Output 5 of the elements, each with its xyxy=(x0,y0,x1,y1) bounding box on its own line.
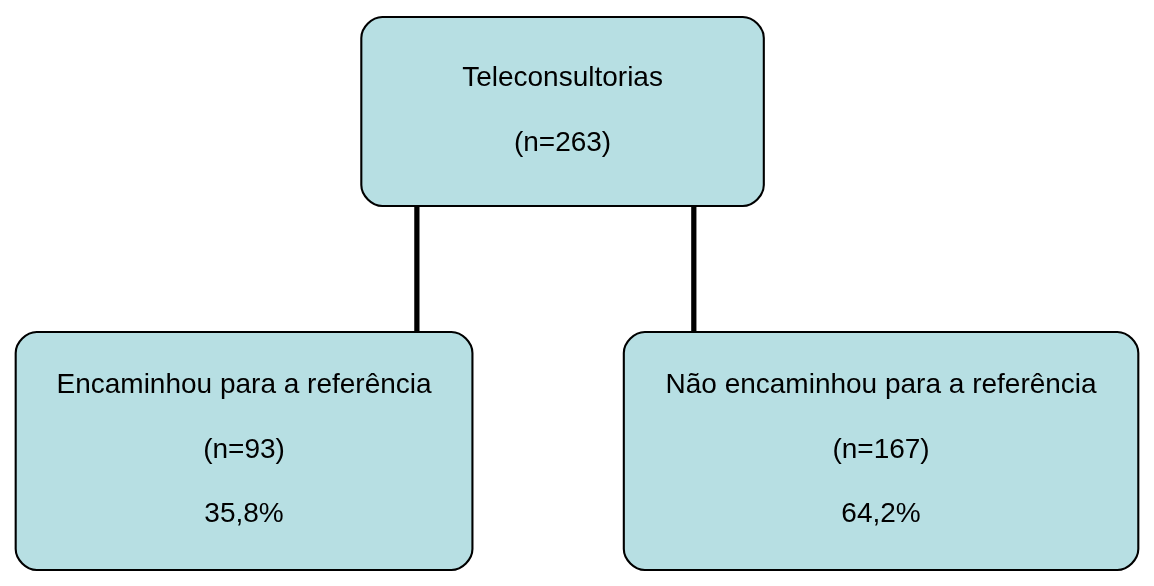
node-box: Teleconsultorias (n=263) xyxy=(360,15,765,207)
node-box: Não encaminhou para a referência (n=167) 64,2% xyxy=(622,330,1140,571)
node-box: Encaminhou para a referência (n=93) 35,8% xyxy=(14,330,474,571)
connector xyxy=(691,205,697,331)
connector xyxy=(414,205,420,331)
